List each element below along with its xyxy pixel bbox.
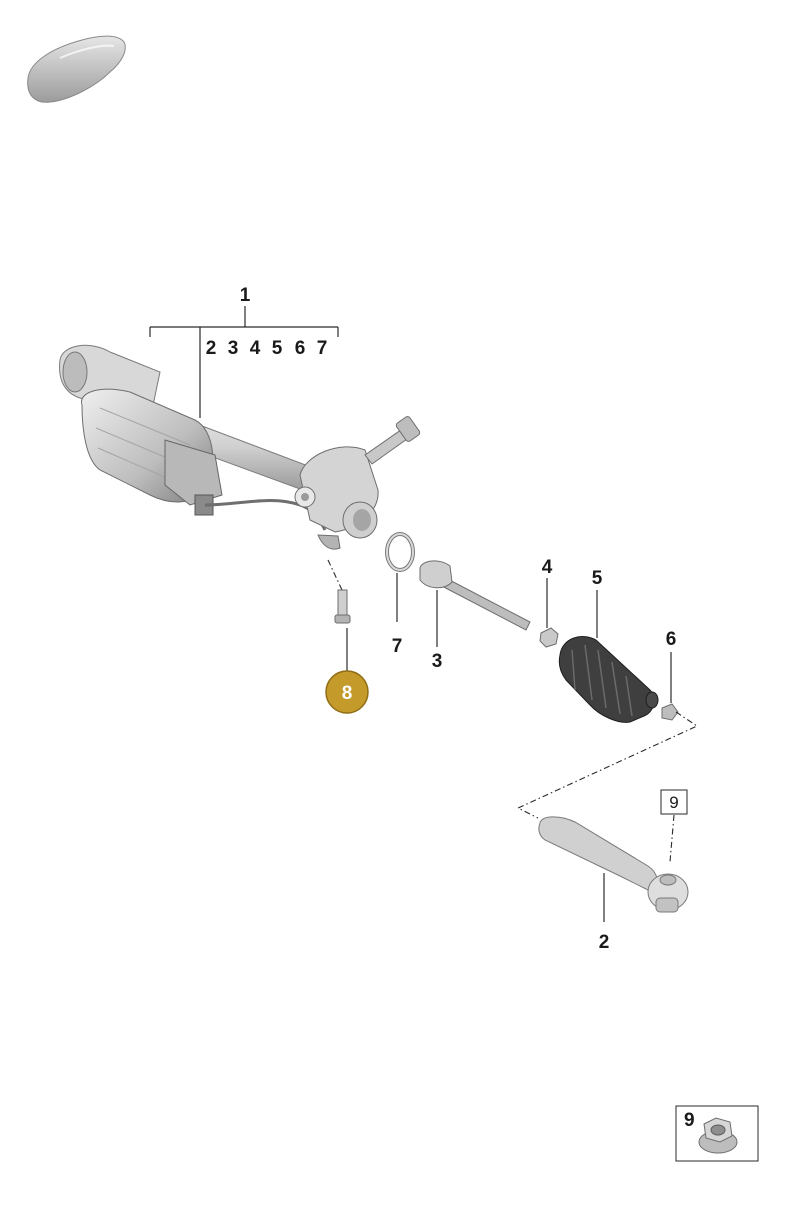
callout-ring: 7: [392, 636, 403, 657]
tie-rod-end-leader: [516, 711, 699, 819]
bellows-boot: [558, 636, 659, 723]
callout-sub-2: 3: [228, 338, 239, 359]
detail-box-nut: 9: [675, 1105, 759, 1162]
steering-gear-assembly: [59, 344, 421, 550]
callout-sub-1: 2: [206, 338, 217, 359]
inner-tie-rod: [419, 560, 531, 631]
nut-ref-box: 9: [660, 789, 688, 815]
flange-nut-icon: [698, 1117, 738, 1154]
car-silhouette-icon: [27, 35, 126, 103]
callout-nut: 4: [542, 557, 553, 578]
nut: [539, 627, 559, 648]
assembly-bracket: [149, 306, 339, 418]
bolt: [334, 589, 351, 624]
callout-inner-tie-rod: 3: [432, 651, 443, 672]
callout-sub-3: 4: [250, 338, 261, 359]
callout-sub-4: 5: [272, 338, 283, 359]
nut-ref-leader: [669, 814, 675, 863]
bolt-badge: 8: [325, 670, 369, 714]
callout-boot: 5: [592, 568, 603, 589]
callout-tie-rod-end: 2: [599, 932, 610, 953]
retaining-ring: [385, 532, 415, 572]
callout-sub-6: 7: [317, 338, 328, 359]
callout-sub-5: 6: [295, 338, 306, 359]
nut-ref-number: 9: [669, 793, 678, 812]
callout-assembly: 1: [240, 285, 251, 306]
bolt-leader: [327, 559, 343, 591]
clamp: [661, 703, 679, 721]
callout-labels: 1 2 3 4 5 6 7 7 3 4 5 6 2: [206, 285, 677, 953]
tie-rod-end: [538, 816, 689, 913]
bolt-badge-number: 8: [342, 683, 353, 704]
callout-clamp: 6: [666, 629, 677, 650]
detail-box-number: 9: [684, 1110, 695, 1131]
